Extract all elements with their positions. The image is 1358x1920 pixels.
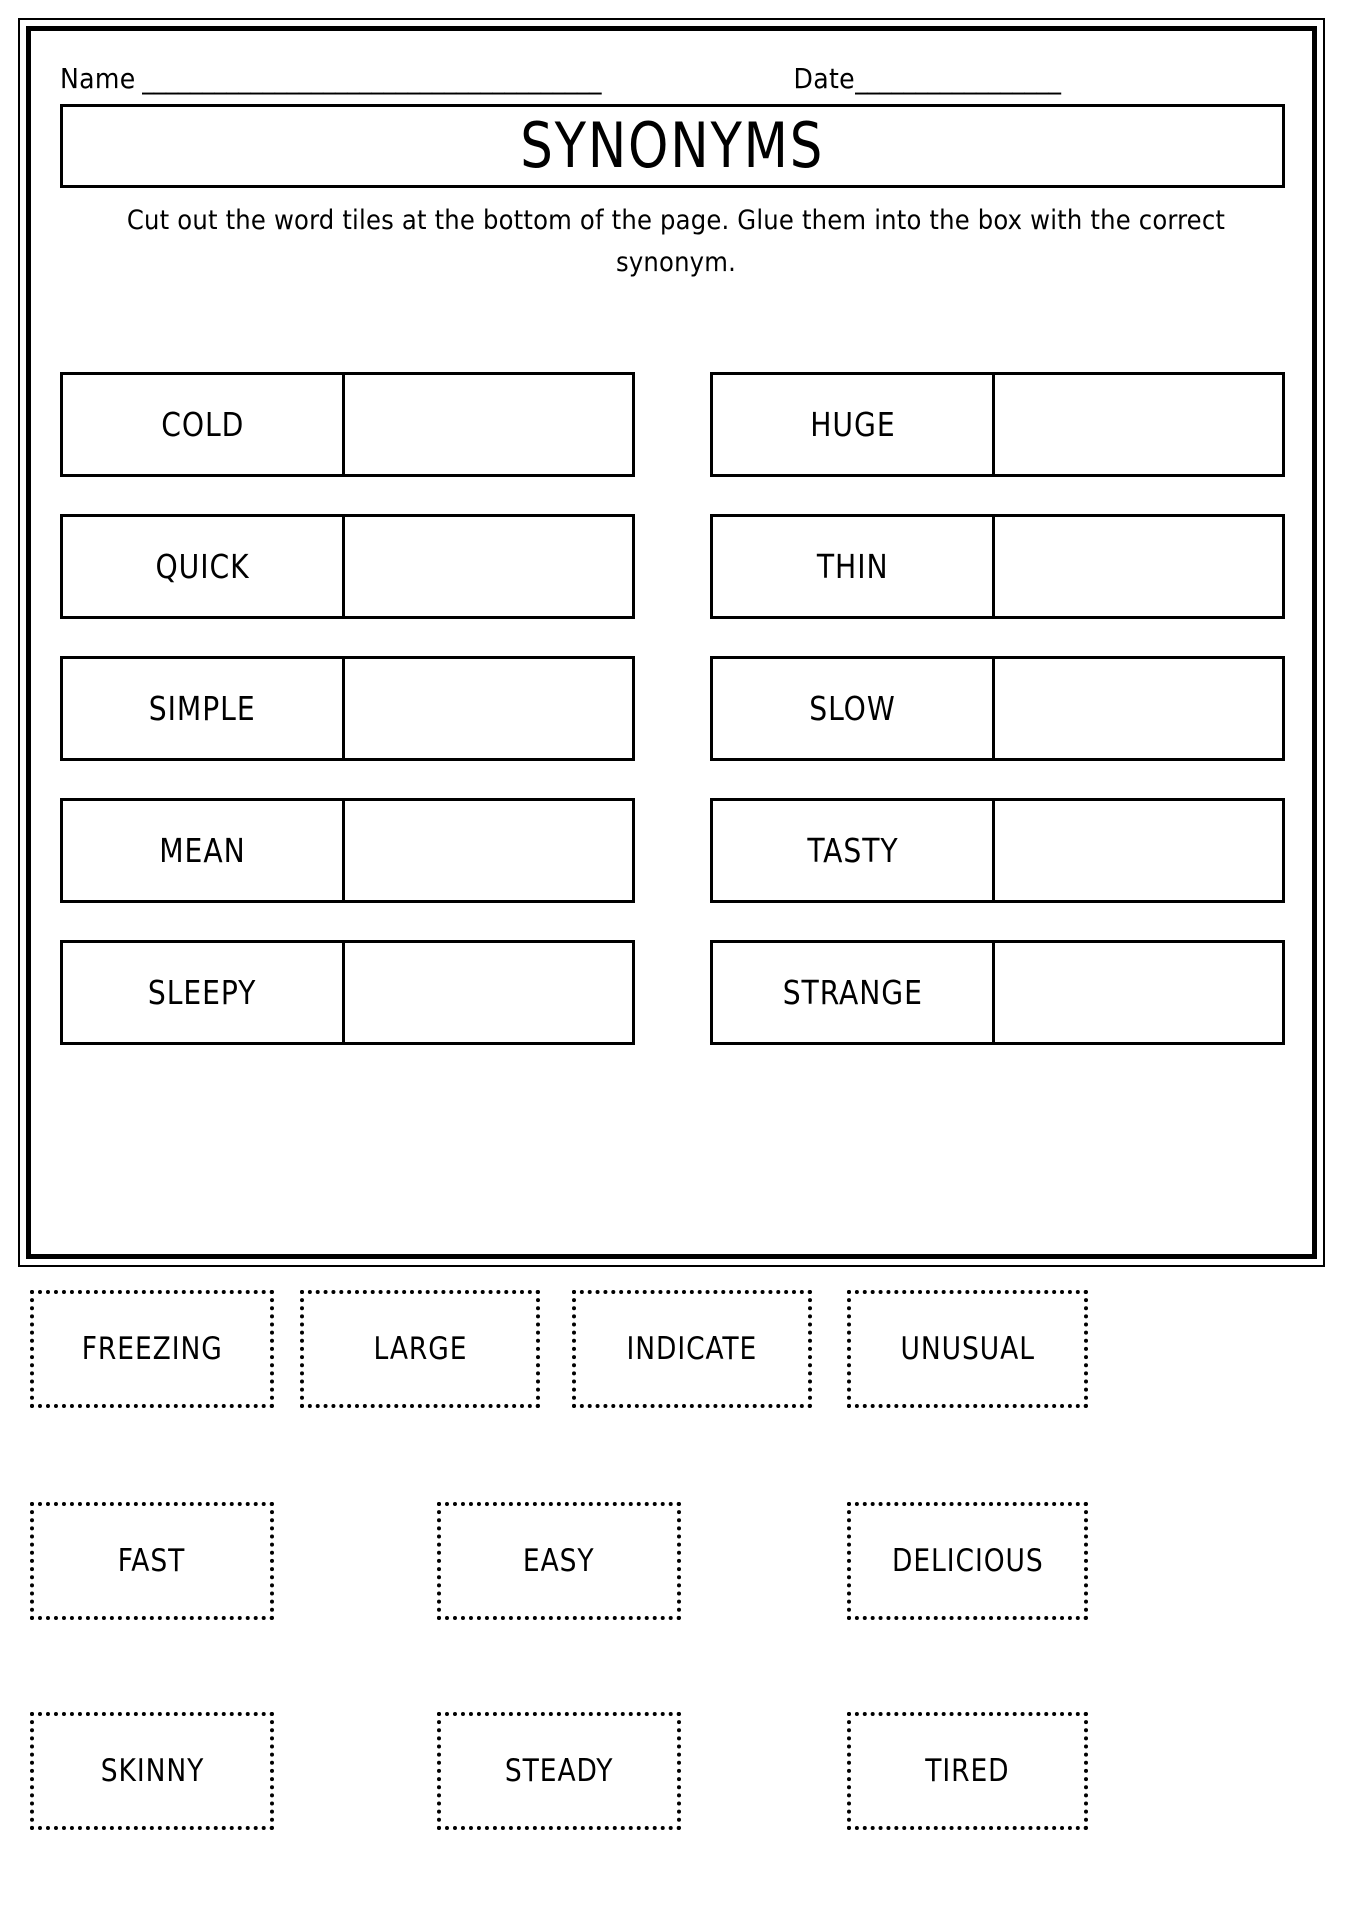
match-answer-cell[interactable] <box>345 375 632 474</box>
word-tile[interactable]: FAST <box>30 1502 274 1620</box>
match-word-label: MEAN <box>159 831 246 870</box>
word-tile-label: EASY <box>523 1543 595 1579</box>
word-tile-label: LARGE <box>373 1331 467 1367</box>
match-word-label: SLOW <box>809 689 896 728</box>
match-row[interactable]: SLOW <box>710 656 1285 761</box>
match-word-cell: THIN <box>713 517 995 616</box>
match-answer-cell[interactable] <box>345 659 632 758</box>
word-tile-label: DELICIOUS <box>891 1543 1044 1579</box>
word-tile[interactable]: FREEZING <box>30 1290 274 1408</box>
match-word-cell: SLEEPY <box>63 943 345 1042</box>
match-row[interactable]: QUICK <box>60 514 635 619</box>
word-tile[interactable]: SKINNY <box>30 1712 274 1830</box>
word-tile-label: TIRED <box>925 1753 1010 1789</box>
match-answer-cell[interactable] <box>995 801 1282 900</box>
match-row[interactable]: THIN <box>710 514 1285 619</box>
word-tile[interactable]: STEADY <box>437 1712 681 1830</box>
match-row[interactable]: COLD <box>60 372 635 477</box>
match-answer-cell[interactable] <box>345 801 632 900</box>
instructions-text: Cut out the word tiles at the bottom of … <box>126 205 1226 278</box>
match-answer-cell[interactable] <box>995 659 1282 758</box>
word-tile-label: UNUSUAL <box>900 1331 1035 1367</box>
word-tile[interactable]: LARGE <box>300 1290 540 1408</box>
match-word-label: THIN <box>816 547 889 586</box>
word-tile-row: FREEZING LARGE INDICATE UNUSUAL <box>0 1290 1358 1418</box>
worksheet-inner-border <box>26 26 1317 1259</box>
match-word-label: HUGE <box>809 405 896 444</box>
match-row[interactable]: MEAN <box>60 798 635 903</box>
date-input-rule[interactable]: _________________ <box>854 62 1061 95</box>
match-answer-cell[interactable] <box>345 517 632 616</box>
page-title: SYNONYMS <box>520 109 825 182</box>
match-word-label: STRANGE <box>782 973 923 1012</box>
word-tile-label: INDICATE <box>626 1331 758 1367</box>
match-word-label: TASTY <box>806 831 899 870</box>
title-box: SYNONYMS <box>60 104 1285 188</box>
name-label: Name <box>60 62 136 95</box>
match-answer-cell[interactable] <box>995 375 1282 474</box>
word-tile-row: SKINNY STEADY TIRED <box>0 1712 1358 1840</box>
match-word-cell: STRANGE <box>713 943 995 1042</box>
match-word-label: SIMPLE <box>149 689 256 728</box>
match-column-left: COLD QUICK SIMPLE MEAN SLEEPY <box>60 372 635 1045</box>
match-word-cell: QUICK <box>63 517 345 616</box>
word-tile-label: SKINNY <box>100 1753 204 1789</box>
match-row[interactable]: SLEEPY <box>60 940 635 1045</box>
match-word-cell: SLOW <box>713 659 995 758</box>
match-row[interactable]: STRANGE <box>710 940 1285 1045</box>
match-row[interactable]: SIMPLE <box>60 656 635 761</box>
worksheet-outer-border <box>18 18 1325 1267</box>
match-word-cell: TASTY <box>713 801 995 900</box>
word-tile[interactable]: DELICIOUS <box>847 1502 1088 1620</box>
match-word-cell: MEAN <box>63 801 345 900</box>
name-input-rule[interactable]: ______________________________________ <box>141 62 602 95</box>
match-word-cell: SIMPLE <box>63 659 345 758</box>
word-tile[interactable]: UNUSUAL <box>847 1290 1088 1408</box>
match-answer-cell[interactable] <box>995 517 1282 616</box>
match-word-cell: COLD <box>63 375 345 474</box>
word-tile[interactable]: INDICATE <box>572 1290 812 1408</box>
match-answer-cell[interactable] <box>995 943 1282 1042</box>
word-tile-row: FAST EASY DELICIOUS <box>0 1502 1358 1630</box>
match-row[interactable]: HUGE <box>710 372 1285 477</box>
match-word-label: QUICK <box>155 547 250 586</box>
word-tile-label: FREEZING <box>81 1331 223 1367</box>
name-date-row: Name ___________________________________… <box>60 62 1285 102</box>
match-answer-cell[interactable] <box>345 943 632 1042</box>
match-word-label: COLD <box>160 405 245 444</box>
match-word-label: SLEEPY <box>148 973 257 1012</box>
word-tile[interactable]: TIRED <box>847 1712 1088 1830</box>
match-column-right: HUGE THIN SLOW TASTY STRANGE <box>710 372 1285 1045</box>
match-row[interactable]: TASTY <box>710 798 1285 903</box>
match-word-cell: HUGE <box>713 375 995 474</box>
word-tile[interactable]: EASY <box>437 1502 681 1620</box>
date-label: Date <box>793 62 855 95</box>
word-tile-label: FAST <box>118 1543 186 1579</box>
word-tile-label: STEADY <box>504 1753 614 1789</box>
match-grid: COLD QUICK SIMPLE MEAN SLEEPY <box>60 372 1285 1062</box>
word-tiles-area: FREEZING LARGE INDICATE UNUSUAL FAST EAS… <box>0 1290 1358 1910</box>
